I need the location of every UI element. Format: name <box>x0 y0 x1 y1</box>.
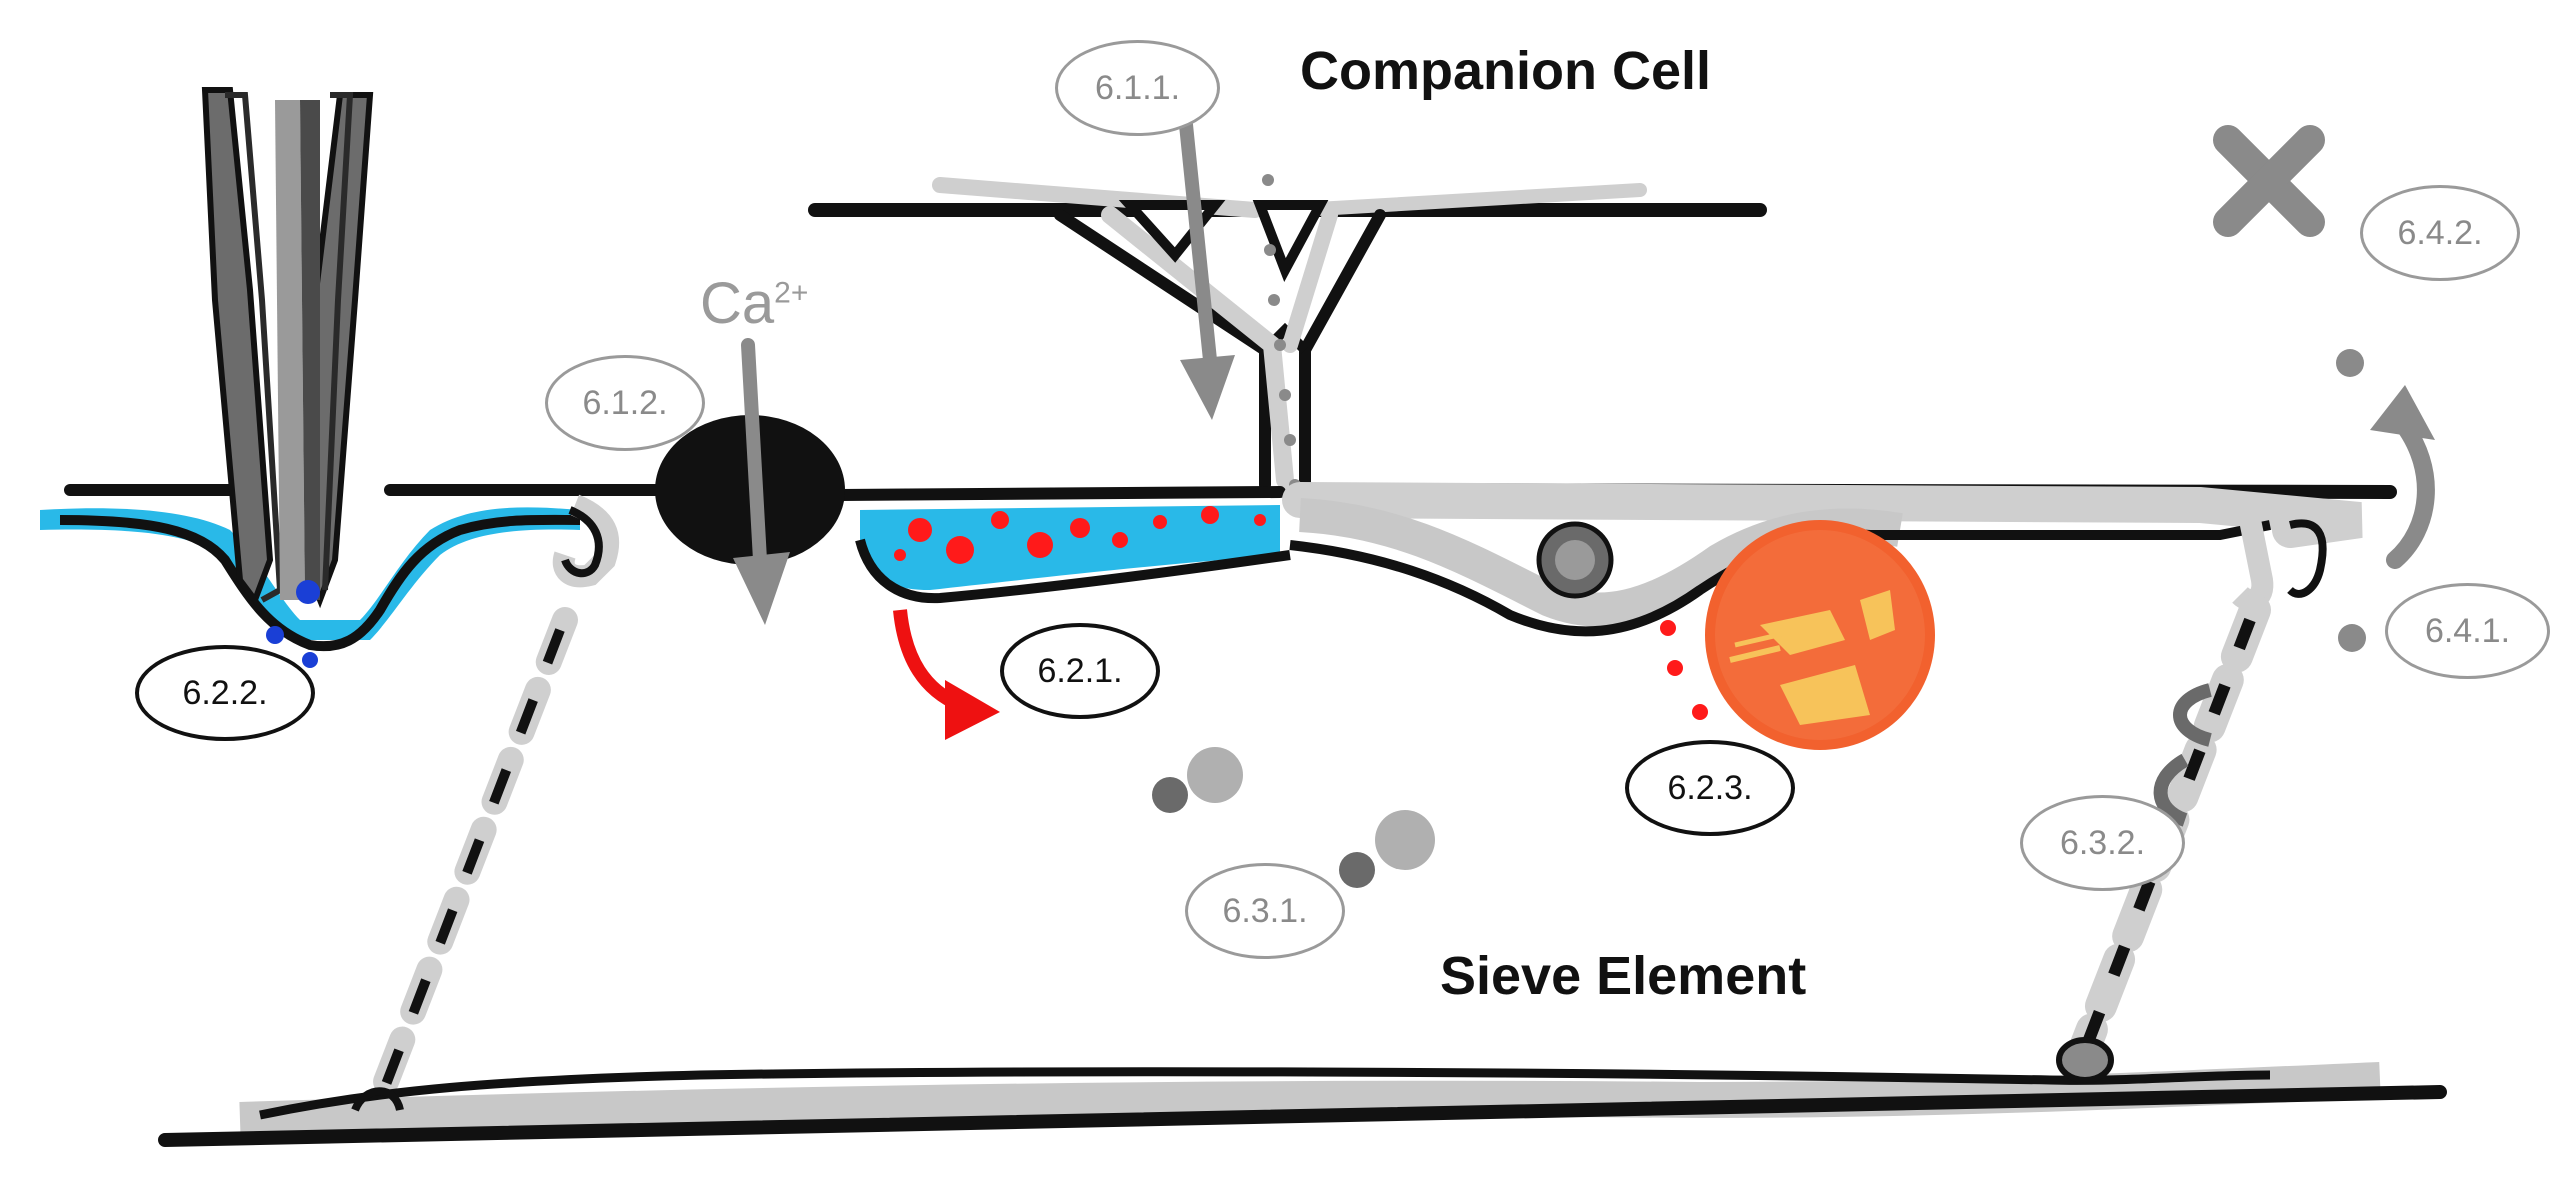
companion-cell-walls <box>808 174 1767 491</box>
left-wall <box>362 494 620 1123</box>
left-callose-region <box>40 507 581 652</box>
label-6-1-1: 6.1.1. <box>1055 40 1220 136</box>
label-6-2-3: 6.2.3. <box>1625 740 1795 836</box>
label-6-2-2: 6.2.2. <box>135 645 315 741</box>
sieve-element-title: Sieve Element <box>1440 946 1807 1006</box>
arrow-611 <box>1178 108 1235 420</box>
plastid-red-dots <box>1660 620 1708 720</box>
bottom-membrane <box>158 1037 2447 1147</box>
label-6-3-2: 6.3.2. <box>2020 795 2185 891</box>
label-6-4-1: 6.4.1. <box>2385 583 2550 679</box>
calcium-ion-label: Ca2+ <box>700 270 808 337</box>
calcium-charge: 2+ <box>774 276 809 310</box>
plastid <box>1705 520 1935 750</box>
label-6-4-2: 6.4.2. <box>2360 185 2520 281</box>
exit-arrow <box>2336 349 2435 652</box>
red-curved-arrow <box>893 609 1000 740</box>
companion-cell-title: Companion Cell <box>1300 41 1712 101</box>
forisome-region <box>855 505 1291 604</box>
calcium-influx-arrow <box>733 338 790 625</box>
stylet <box>201 87 374 609</box>
label-6-1-2: 6.1.2. <box>545 355 705 451</box>
right-wall <box>2064 517 2327 1076</box>
blocked-x-icon <box>2213 125 2325 237</box>
label-6-3-1: 6.3.1. <box>1185 863 1345 959</box>
label-6-2-1: 6.2.1. <box>1000 623 1160 719</box>
grey-particles <box>1152 747 1435 888</box>
blue-dots <box>266 580 320 668</box>
calcium-symbol: Ca <box>700 271 775 336</box>
